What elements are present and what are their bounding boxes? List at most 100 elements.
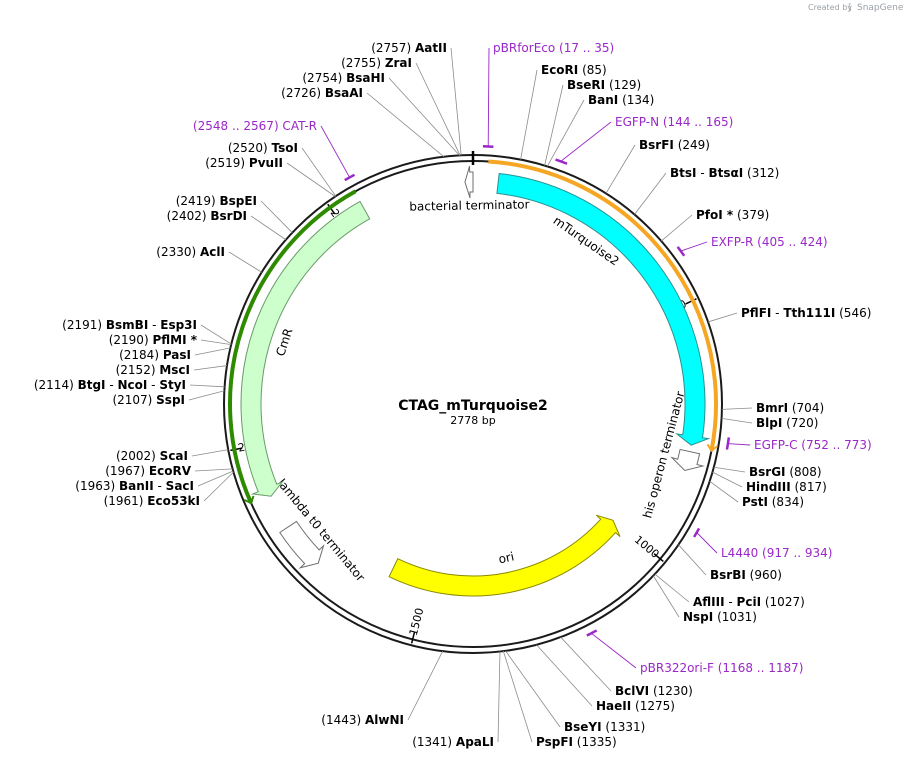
tick-mark (653, 553, 664, 562)
restriction-sites: (2757) AatII(2755) ZraI(2754) BsaHI(2726… (34, 41, 872, 749)
site-label: BmrI (704) (721, 401, 824, 415)
site-leader (544, 84, 564, 166)
site-leader (678, 544, 707, 576)
site-text: PfoI * (379) (696, 208, 769, 222)
site-leader (707, 312, 738, 323)
site-label: (2419) BspEI (176, 194, 293, 233)
site-leader (520, 69, 538, 160)
primer-leader (591, 633, 637, 669)
primer-text: pBRforEco (17 .. 35) (493, 41, 614, 55)
site-leader (712, 471, 743, 488)
site-leader (652, 575, 680, 618)
feature-arrow (240, 200, 371, 497)
orf-arrowhead (243, 495, 255, 505)
site-leader (660, 214, 693, 242)
primer: EXFP-R (405 .. 424) (676, 235, 828, 257)
site-label: BanI (134) (546, 93, 654, 167)
site-text: (2190) PflMI * (109, 333, 198, 347)
plasmid-size: 2778 bp (450, 414, 495, 427)
primer: (2548 .. 2567) CAT-R (193, 119, 356, 182)
site-text: BsrBI (960) (710, 568, 782, 582)
site-label: (2754) BsaHI (302, 71, 460, 156)
site-text: BtsI - BtsαI (312) (670, 166, 779, 180)
orf-bars (228, 159, 719, 505)
site-label: (2757) AatII (371, 41, 462, 156)
site-leader (450, 47, 462, 156)
site-label: PfoI * (379) (660, 208, 769, 242)
site-label: (1967) EcoRV (105, 464, 233, 478)
site-label: (2726) BsaAI (281, 86, 445, 158)
site-label: (2402) BsrDI (167, 209, 287, 241)
site-label: BlpI (720) (721, 416, 818, 430)
site-leader (536, 644, 593, 707)
orf-bar (228, 189, 357, 504)
primer-leader (681, 241, 708, 252)
site-label: (2184) PasI (119, 347, 231, 362)
primer-bar (676, 246, 686, 257)
feature-arrow (496, 172, 711, 446)
site-label: BseRI (129) (544, 78, 641, 166)
site-label: (2755) ZraI (341, 56, 461, 156)
site-text: (2152) MscI (116, 363, 190, 377)
site-leader (721, 407, 753, 410)
primer-text: EXFP-R (405 .. 424) (711, 235, 828, 249)
site-label: BseYI (1331) (505, 650, 645, 734)
primer-bar (555, 158, 568, 165)
primer-text: pBR322ori-F (1168 .. 1187) (640, 661, 803, 675)
site-leader (200, 339, 232, 345)
feature-arrow (388, 514, 621, 597)
feature-label: CmR (273, 327, 295, 358)
primer-bar (692, 527, 701, 538)
credit: Created by ⟆ SnapGene (808, 3, 904, 13)
site-leader (388, 77, 460, 156)
primer-leader (697, 532, 718, 554)
site-text: (1961) Eco53kI (104, 494, 200, 508)
orf-arrowhead (706, 443, 719, 453)
primer-leader (320, 125, 350, 177)
feature-label: ori (497, 549, 515, 566)
site-label: PstI (834) (709, 480, 804, 509)
snapgene-icon: ⟆ (848, 3, 852, 13)
site-leader (407, 650, 444, 721)
site-leader (497, 651, 501, 743)
primer-leader (487, 47, 490, 146)
primer-text: EGFP-C (752 .. 773) (754, 438, 872, 452)
site-leader (301, 147, 337, 197)
site-label: (2519) PvuII (205, 156, 336, 197)
site-text: BmrI (704) (756, 401, 824, 415)
site-label: (2520) TsoI (228, 141, 337, 197)
primer: pBRforEco (17 .. 35) (482, 41, 614, 149)
site-leader (713, 466, 746, 473)
site-label: (2191) BsmBI - Esp3I (62, 318, 232, 345)
site-leader (188, 390, 225, 401)
primer: pBR322ori-F (1168 .. 1187) (586, 629, 803, 675)
site-text: PflFI - Tth111I (546) (741, 306, 871, 320)
primer-bar (725, 437, 731, 450)
site-label: (1341) ApaLI (412, 651, 501, 749)
site-label: AflIII - PciI (1027) (654, 573, 805, 609)
site-text: (1341) ApaLI (412, 735, 494, 749)
credit-created-by: Created by (808, 3, 852, 12)
site-label: (2002) ScaI (116, 449, 229, 463)
site-text: HindIII (817) (746, 480, 827, 494)
site-label: (1443) AlwNI (321, 650, 444, 727)
site-leader (260, 200, 293, 233)
site-leader (502, 651, 533, 743)
site-text: (2519) PvuII (205, 156, 283, 170)
site-text: (2107) SspI (112, 393, 185, 407)
primer-leader (728, 443, 751, 446)
site-label: PflFI - Tth111I (546) (707, 306, 871, 323)
site-text: (2402) BsrDI (167, 209, 247, 223)
site-leader (194, 468, 233, 472)
site-text: (2184) PasI (119, 348, 191, 362)
site-text: HaeII (1275) (596, 699, 675, 713)
site-leader (194, 347, 231, 356)
site-label: (2190) PflMI * (109, 333, 232, 347)
site-leader (605, 144, 636, 194)
site-label: NspI (1031) (652, 575, 757, 624)
site-text: BsrFI (249) (639, 138, 710, 152)
site-leader (546, 99, 585, 167)
site-text: (2330) AclI (156, 245, 225, 259)
primer-bar (344, 173, 356, 182)
